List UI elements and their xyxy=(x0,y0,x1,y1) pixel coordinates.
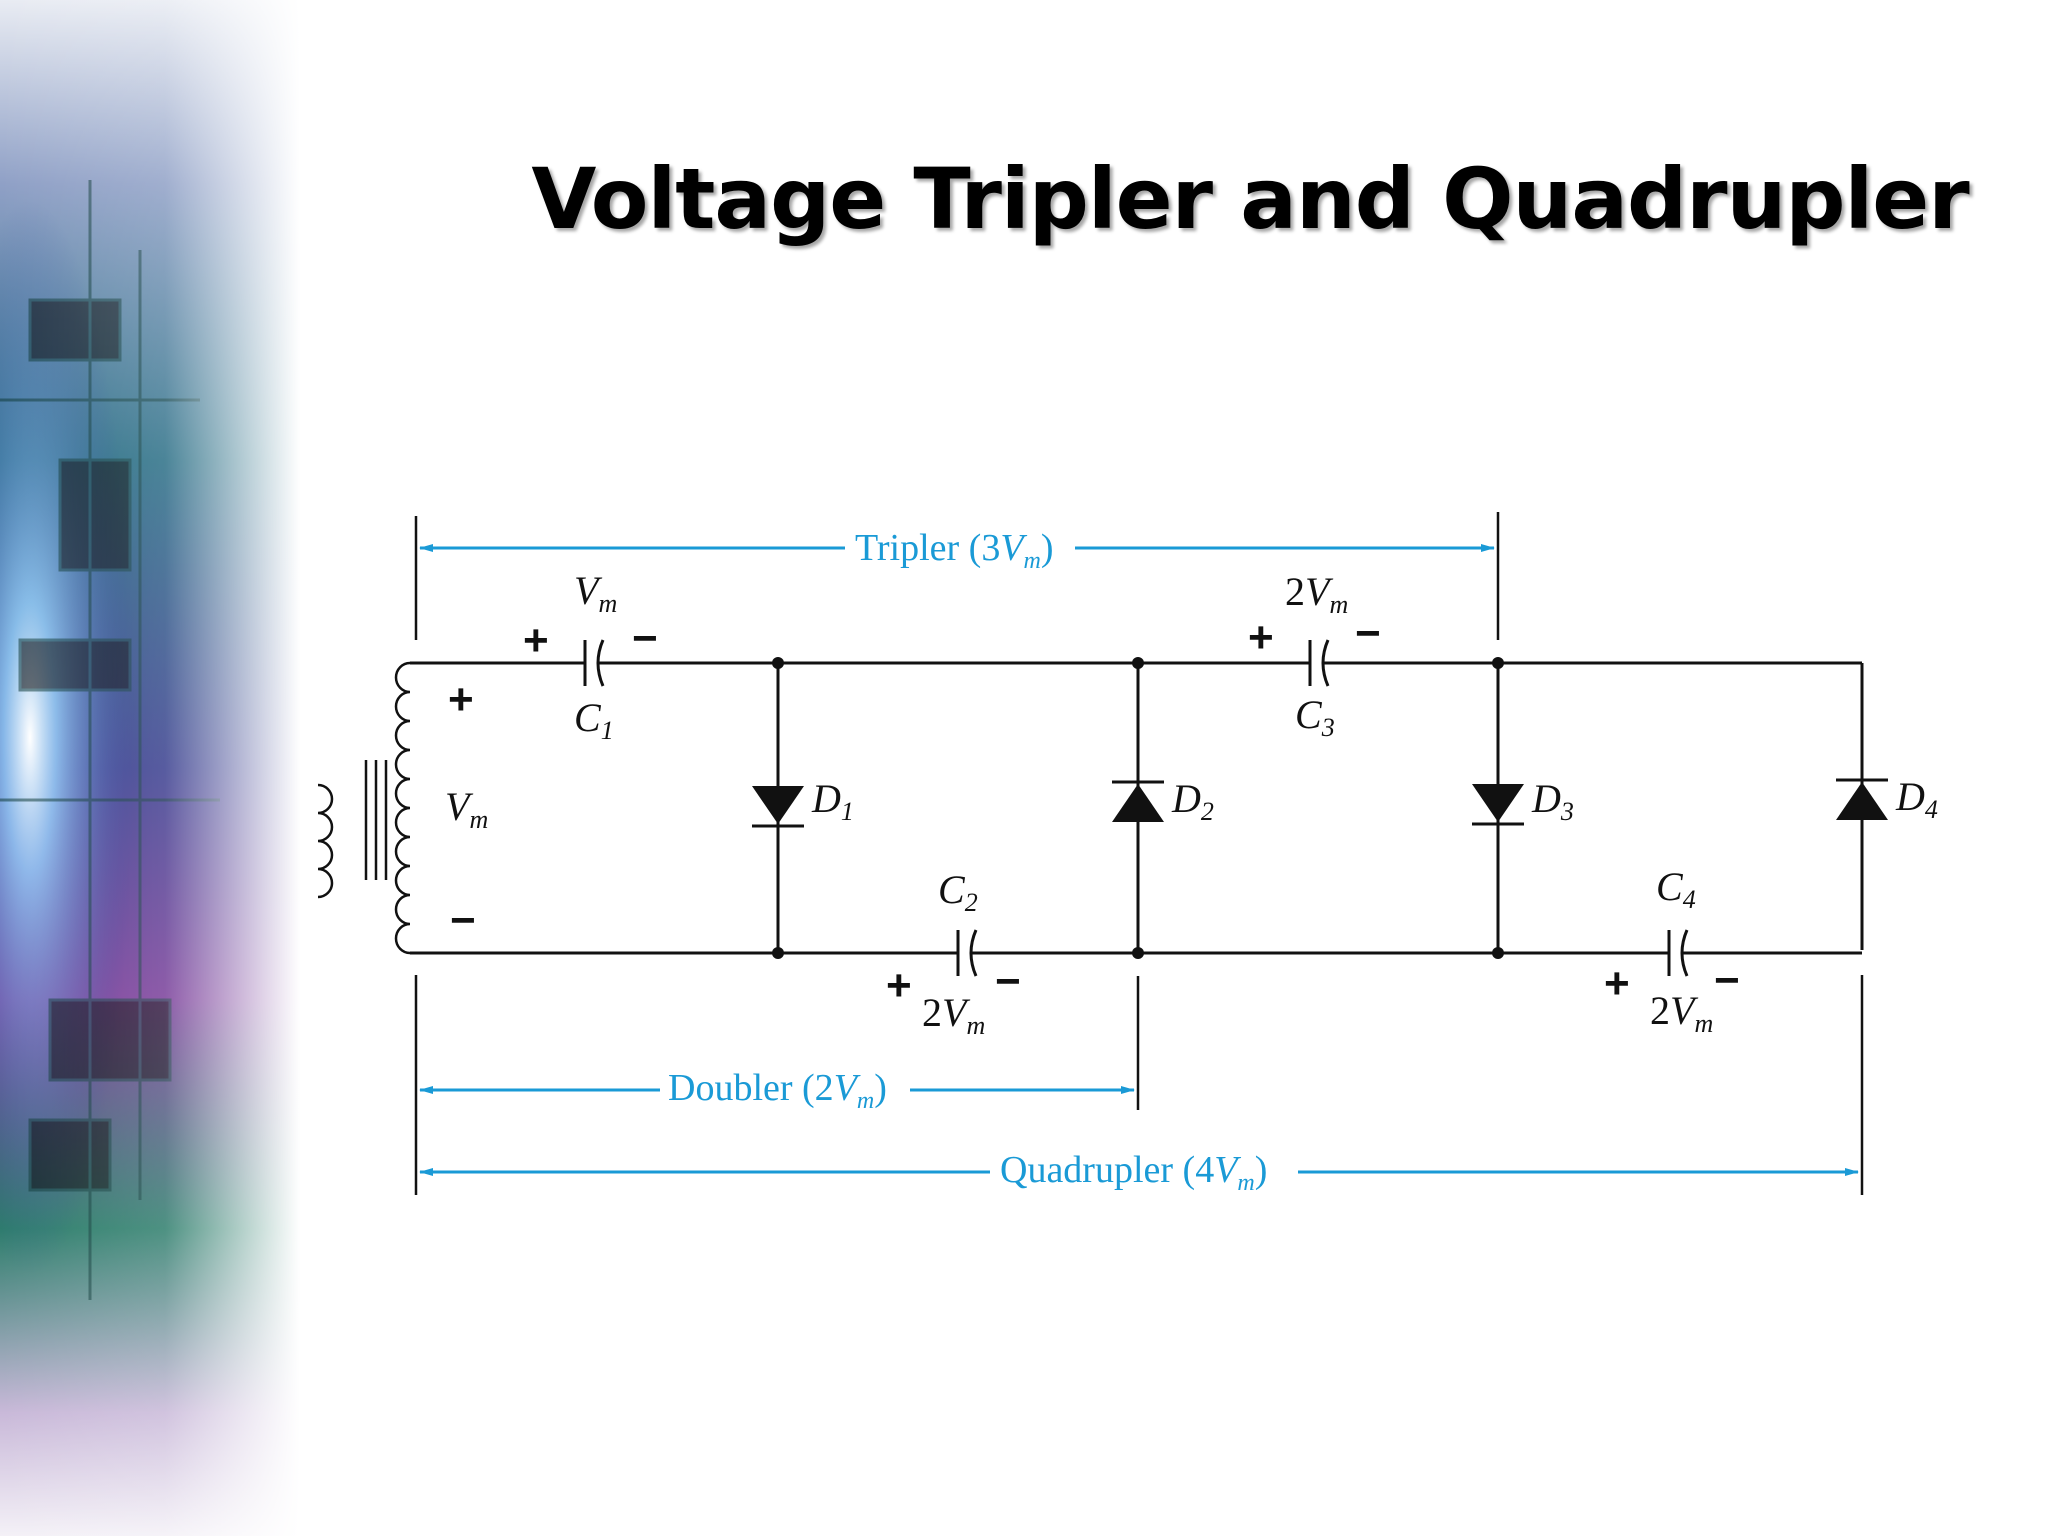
source-plus-sign: + xyxy=(448,675,474,724)
c3-plus-sign: + xyxy=(1248,613,1274,662)
tripler-label: Tripler (3Vm) xyxy=(855,527,1054,574)
doubler-dimension: Doubler (2Vm) xyxy=(419,1067,1135,1114)
d3-label: D3 xyxy=(1531,776,1574,826)
capacitor-c4 xyxy=(1667,929,1689,977)
c2-voltage-label: 2Vm xyxy=(922,990,985,1040)
dimension-extension-lines xyxy=(414,512,1864,1195)
quadrupler-label: Quadrupler (4Vm) xyxy=(1000,1149,1267,1196)
doubler-label: Doubler (2Vm) xyxy=(668,1067,887,1114)
capacitor-c1 xyxy=(583,639,605,687)
c4-plus-sign: + xyxy=(1604,959,1630,1008)
diode-d2 xyxy=(1112,780,1164,822)
c1-plus-sign: + xyxy=(523,616,549,665)
c2-plus-sign: + xyxy=(886,961,912,1010)
c4-voltage-label: 2Vm xyxy=(1650,988,1713,1038)
diode-d4 xyxy=(1836,778,1888,820)
c2-minus-sign: − xyxy=(995,957,1021,1006)
capacitor-c2 xyxy=(956,929,978,977)
transformer-symbol xyxy=(317,661,411,955)
d1-label: D1 xyxy=(811,776,854,826)
primary-winding xyxy=(317,783,334,899)
junction-dots xyxy=(772,657,1504,959)
c3-name-label: C3 xyxy=(1295,692,1335,742)
diode-d1 xyxy=(752,786,804,828)
slide-title: Voltage Tripler and Quadrupler xyxy=(531,150,1969,248)
source-voltage-label: Vm xyxy=(445,784,488,834)
d4-label: D4 xyxy=(1895,774,1938,824)
c3-minus-sign: − xyxy=(1355,609,1381,658)
source-minus-sign: − xyxy=(450,896,476,945)
c1-minus-sign: − xyxy=(632,614,658,663)
quadrupler-dimension: Quadrupler (4Vm) xyxy=(419,1149,1859,1196)
c2-name-label: C2 xyxy=(938,867,978,917)
c3-voltage-label: 2Vm xyxy=(1285,569,1348,619)
secondary-winding xyxy=(394,661,411,955)
c1-voltage-label: Vm xyxy=(574,568,617,618)
c4-minus-sign: − xyxy=(1714,956,1740,1005)
c4-name-label: C4 xyxy=(1656,864,1696,914)
d2-label: D2 xyxy=(1171,776,1214,826)
circuit-board-decoration xyxy=(0,0,300,1536)
diode-d3 xyxy=(1472,784,1524,826)
circuit-wires xyxy=(410,661,1864,955)
capacitor-c3 xyxy=(1308,639,1330,687)
c1-name-label: C1 xyxy=(574,695,614,745)
tripler-dimension: Tripler (3Vm) xyxy=(419,527,1495,574)
